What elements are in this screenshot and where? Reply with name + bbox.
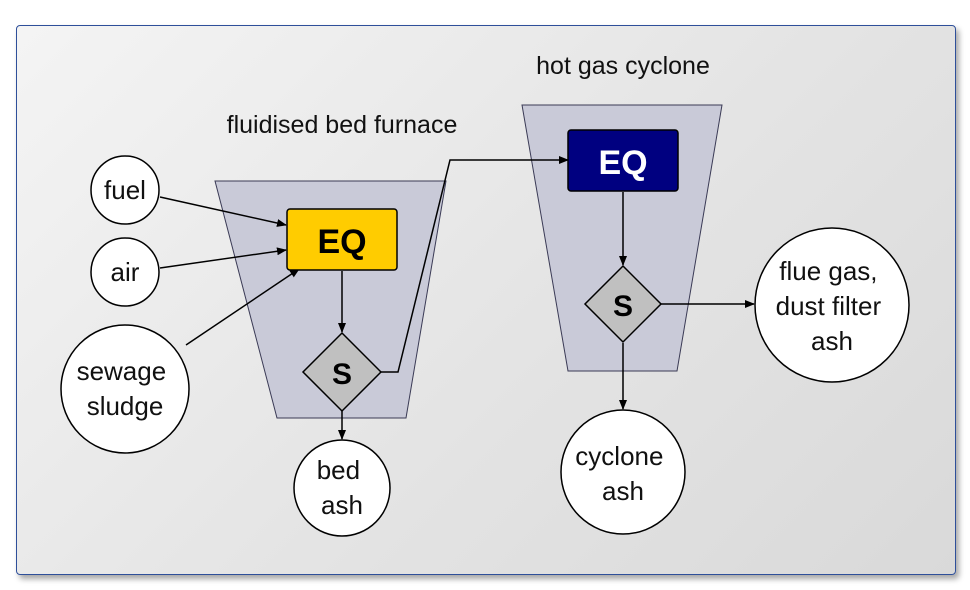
- furnace-splitter: [301, 331, 383, 413]
- cyclone-splitter-label: S: [613, 290, 633, 323]
- flue-gas-label: flue gas, dust filter ash: [776, 256, 889, 356]
- bed-ash-label: bed ash: [317, 455, 368, 520]
- cyclone-ash-label: cyclone ash: [575, 441, 670, 506]
- air-node: [90, 237, 160, 307]
- sludge-arrow: [185, 268, 300, 346]
- fuel-node: [90, 155, 160, 225]
- fuel-arrow: [159, 196, 287, 227]
- air-arrow: [159, 247, 287, 269]
- cyclone-eq-block: [567, 129, 679, 192]
- flue-gas-node: [754, 227, 910, 383]
- furnace-to-cyclone-line: [381, 156, 569, 373]
- fuel-label: fuel: [104, 175, 146, 205]
- cyclone-splitter: [583, 264, 663, 344]
- bed-ash-node: [293, 439, 391, 537]
- furnace-splitter-label: S: [332, 358, 352, 391]
- air-label: air: [111, 257, 140, 287]
- furnace-eq-label: EQ: [317, 223, 366, 261]
- sewage-sludge-label: sewage sludge: [77, 356, 174, 421]
- cyclone-title: hot gas cyclone: [536, 52, 710, 80]
- sewage-sludge-node: [60, 324, 190, 454]
- cyclone-eq-label: EQ: [598, 144, 647, 182]
- furnace-title: fluidised bed furnace: [227, 111, 458, 139]
- furnace-eq-block: [286, 208, 398, 271]
- cyclone-ash-node: [560, 409, 686, 535]
